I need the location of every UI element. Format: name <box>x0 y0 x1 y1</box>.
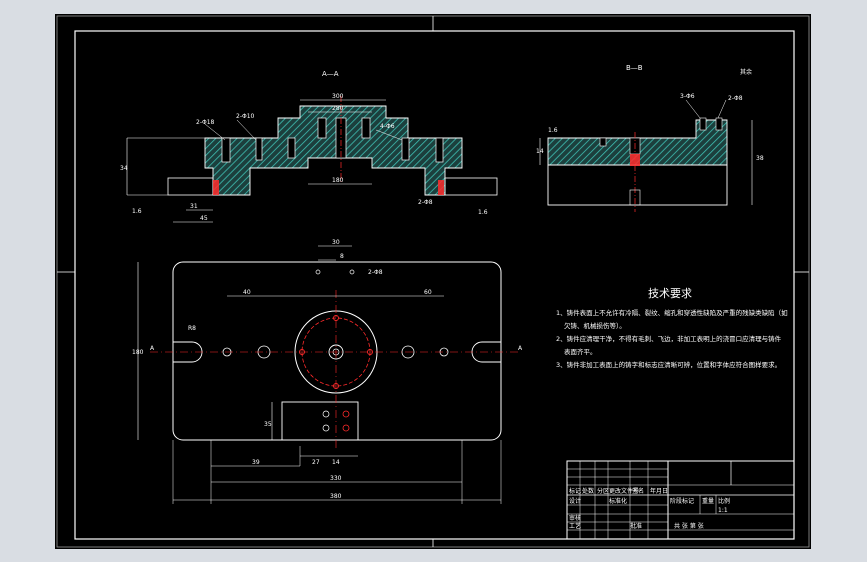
tech-req-note-2b: 表面齐平。 <box>564 347 597 356</box>
tb-label-design: 设计 <box>569 497 581 505</box>
bb-leader-2 <box>717 99 727 119</box>
section-bb-view: B—B 其余 38 14 3-Φ6 2-Φ8 1.6 <box>536 64 764 212</box>
tb-label-stage: 阶段标记 <box>670 497 694 505</box>
plan-dim-40: 40 <box>243 289 251 296</box>
bb-holes-3: 3-Φ6 <box>680 93 695 100</box>
plan-section-mark-right: A <box>518 345 523 352</box>
tb-label-approve: 批准 <box>630 522 642 530</box>
aa-hole-6 <box>401 137 410 161</box>
plan-dim-14: 14 <box>332 459 340 466</box>
aa-dim-34: 34 <box>120 165 128 172</box>
aa-red-mark-right <box>438 180 444 195</box>
section-aa-view: A—A 300 280 180 31 45 34 2- <box>120 70 498 223</box>
plan-dim-27: 27 <box>312 459 320 466</box>
bb-leader-1 <box>685 99 701 119</box>
bb-slot-1 <box>599 137 607 147</box>
plan-radius-label: R8 <box>188 325 196 332</box>
bb-roughness: 1.6 <box>548 127 558 134</box>
roughness-note: 其余 <box>740 68 752 76</box>
section-bb-label: B—B <box>626 64 643 72</box>
plan-small-holes-label: 2-Φ8 <box>368 269 383 276</box>
tb-label-weight: 重量 <box>702 497 714 505</box>
tb-label-process: 工艺 <box>569 522 581 530</box>
plan-block-hole-1 <box>322 410 330 418</box>
tb-label-mark: 标记 <box>569 487 581 495</box>
aa-hole-3 <box>287 137 296 159</box>
plan-small-hole-2 <box>349 269 355 275</box>
aa-red-mark-left <box>213 180 219 195</box>
plan-dim-30: 30 <box>332 239 340 246</box>
tb-label-date: 年月日 <box>650 487 668 495</box>
aa-hole-5 <box>361 117 371 139</box>
tb-label-changefile: 更改文件号 <box>609 487 639 495</box>
tech-req-note-2: 2、铸件应清理干净，不得有毛刺、飞边，非加工表明上的浇冒口应清理与铸件 <box>556 334 782 343</box>
technical-requirements: 技术要求 1、铸件表面上不允许有冷隔、裂纹、缩孔和穿透性缺陷及严重的残缺类缺陷（… <box>556 287 788 369</box>
plan-bolt-circle <box>301 317 371 387</box>
aa-hole-1 <box>221 137 231 163</box>
tb-label-review: 审核 <box>569 514 581 522</box>
tb-label-sheets: 共 张 第 张 <box>674 522 704 530</box>
plan-small-hole-1 <box>315 269 321 275</box>
plan-lower-block <box>281 401 359 441</box>
bb-dim-38: 38 <box>756 155 764 162</box>
aa-leader-2 <box>236 119 257 141</box>
drawing-frame <box>74 30 795 540</box>
aa-angle-label-2: 1.6 <box>478 209 488 216</box>
aa-hole-4 <box>317 117 327 139</box>
aa-dim-180: 180 <box>332 177 344 184</box>
aa-dim-280: 280 <box>332 105 344 112</box>
aa-hole-7 <box>435 137 444 163</box>
aa-dim-31: 31 <box>190 203 198 210</box>
bb-bottom-hole <box>629 189 641 206</box>
plan-dim-39: 39 <box>252 459 260 466</box>
aa-holes-label-left2: 2-Φ10 <box>236 113 255 120</box>
tb-label-count: 处数 <box>582 487 594 495</box>
tech-req-note-3: 3、铸件非加工表面上的铸字和标志应清晰可辨，位置和字体应符合图样要求。 <box>556 360 781 369</box>
plan-dim-8: 8 <box>340 253 344 260</box>
plan-center-hole <box>328 344 344 360</box>
tb-label-sign: 签名 <box>632 487 644 495</box>
section-aa-label: A—A <box>322 70 339 78</box>
tb-label-standard: 标准化 <box>609 497 627 505</box>
tb-label-scale: 比例 <box>718 497 730 505</box>
tb-label-zone: 分区 <box>597 487 609 495</box>
plan-dim-60: 60 <box>424 289 432 296</box>
aa-hole-2 <box>255 137 263 161</box>
tech-req-note-1b: 欠铸、机械损伤等）。 <box>564 321 626 330</box>
aa-holes-label-lower: 2-Φ8 <box>418 199 433 206</box>
tech-req-heading: 技术要求 <box>648 287 692 300</box>
title-block-frame <box>566 460 795 540</box>
plan-block-hole-3 <box>322 424 330 432</box>
plan-section-mark-left: A <box>150 345 155 352</box>
aa-holes-label-right: 4-Φ6 <box>380 123 395 130</box>
plan-block-hole-4 <box>342 424 350 432</box>
bb-holes-2: 2-Φ8 <box>728 95 743 102</box>
bb-slot-4 <box>715 117 723 131</box>
plan-dim-180: 180 <box>132 349 144 356</box>
tech-req-note-1: 1、铸件表面上不允许有冷隔、裂纹、缩孔和穿透性缺陷及严重的残缺类缺陷（如 <box>556 308 788 317</box>
bb-slot-3 <box>699 117 707 131</box>
title-block: 标记 处数 分区 更改文件号 签名 年月日 设计 标准化 审核 工艺 批准 阶段… <box>566 460 795 540</box>
aa-right-step <box>444 177 498 196</box>
aa-leader-1 <box>204 123 226 141</box>
plan-dim-330: 330 <box>330 475 342 482</box>
aa-holes-label-left: 2-Φ18 <box>196 119 215 126</box>
aa-dim-45: 45 <box>200 215 208 222</box>
aa-angle-label: 1.6 <box>132 208 142 215</box>
aa-dim-300: 300 <box>332 93 344 100</box>
plan-dim-380: 380 <box>330 493 342 500</box>
bb-dim-14: 14 <box>536 148 544 155</box>
plan-block-hole-2 <box>342 410 350 418</box>
aa-leader-3 <box>375 129 403 141</box>
tb-scale-value: 1:1 <box>718 507 728 514</box>
drawing-canvas <box>55 14 811 549</box>
plan-view: 180 380 330 39 27 14 35 40 60 30 8 2-Φ8 … <box>132 239 523 504</box>
plan-dim-35: 35 <box>264 421 272 428</box>
